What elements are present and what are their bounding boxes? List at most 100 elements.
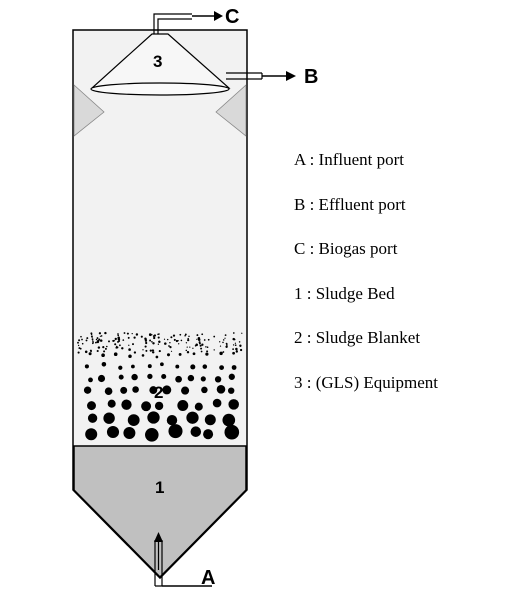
fine-particle — [152, 342, 155, 345]
fine-particle — [92, 339, 94, 341]
sludge-particle — [200, 376, 206, 382]
fine-particle — [196, 338, 198, 341]
fine-particle — [170, 350, 173, 352]
fine-particle — [80, 335, 82, 338]
fine-particle — [123, 332, 126, 334]
fine-particle — [166, 338, 169, 341]
fine-particle — [219, 345, 222, 347]
fine-particle — [192, 347, 194, 349]
fine-particle — [77, 344, 80, 347]
fine-particle — [241, 332, 243, 334]
right-baffle — [215, 84, 247, 137]
sludge-particle — [101, 362, 107, 367]
fine-particle — [195, 343, 198, 347]
sludge-particle — [121, 399, 132, 410]
gls-separator-rim — [90, 82, 230, 96]
fine-particle — [224, 334, 227, 336]
fine-particle — [81, 342, 84, 345]
sludge-particle — [101, 353, 105, 358]
fine-particle — [157, 343, 160, 345]
fine-particle — [133, 351, 137, 354]
fine-particle — [81, 338, 83, 341]
sludge-particle — [118, 374, 124, 380]
sludge-particle — [88, 352, 92, 356]
fine-particle — [132, 343, 134, 346]
sludge-particle — [205, 352, 209, 356]
fine-particle — [157, 336, 160, 339]
fine-particle — [173, 338, 176, 341]
influent-port-label: A — [201, 567, 215, 589]
sludge-particle — [147, 373, 153, 380]
fine-particle — [207, 338, 210, 341]
fine-particle — [91, 336, 93, 338]
sludge-particle — [154, 401, 164, 411]
fine-particle — [108, 340, 110, 343]
fine-particle — [169, 346, 172, 349]
sludge-particle — [186, 411, 199, 424]
sludge-particle — [190, 364, 196, 370]
sludge-particle — [83, 386, 92, 394]
sludge-particle — [161, 373, 167, 380]
fine-particle — [151, 341, 153, 343]
sludge-particle — [132, 386, 139, 393]
sludge-particle — [120, 386, 128, 394]
biogas-arrow-head — [214, 11, 223, 21]
sludge-particle — [87, 413, 98, 423]
influent-arrow-head — [154, 532, 163, 542]
fine-particle — [206, 350, 209, 353]
sludge-bed-zone — [73, 445, 247, 579]
fine-particle — [163, 338, 166, 340]
fine-particle — [179, 333, 182, 336]
fine-particle — [234, 342, 237, 344]
fine-particle — [118, 340, 121, 342]
fine-particle — [86, 337, 89, 340]
fine-particle — [121, 347, 124, 350]
fine-particle — [149, 349, 152, 352]
fine-particle — [213, 335, 216, 338]
fine-particle — [169, 341, 171, 344]
sludge-particle — [175, 375, 182, 383]
fine-particle — [85, 339, 88, 342]
effluent-arrow-head — [286, 71, 296, 81]
sludge-particle — [178, 352, 182, 356]
sludge-particle — [141, 401, 152, 412]
fine-particle — [116, 346, 119, 349]
fine-particle — [122, 339, 125, 341]
sludge-particle — [128, 354, 132, 359]
biogas-pipe — [153, 13, 192, 34]
fine-particle — [219, 341, 221, 343]
sludge-particle — [87, 401, 96, 411]
legend: A : Influent port B : Effluent port C : … — [294, 148, 438, 415]
fine-particle — [117, 333, 119, 335]
sludge-particle — [231, 365, 237, 370]
sludge-particle — [222, 413, 236, 427]
fine-particle — [206, 346, 209, 348]
sludge-particle — [224, 424, 240, 440]
sludge-particle — [204, 414, 216, 426]
fine-particle — [104, 347, 107, 350]
fine-particle — [158, 350, 161, 353]
fine-particle — [224, 337, 226, 339]
fine-particle — [96, 337, 99, 340]
sludge-particle — [232, 351, 235, 355]
gls-zone-number: 3 — [153, 52, 162, 71]
legend-item-sludge-bed: 1 : Sludge Bed — [294, 283, 395, 303]
sludge-particle — [147, 364, 152, 369]
fine-particle — [205, 346, 207, 348]
fine-particle — [158, 340, 161, 343]
sludge-particle — [194, 402, 203, 411]
fine-particle — [103, 350, 106, 353]
fine-particle — [114, 338, 117, 340]
gls-separator-hood — [90, 33, 231, 89]
fine-particle — [222, 341, 224, 344]
fine-particle — [177, 340, 179, 342]
sludge-particle — [97, 374, 106, 383]
sludge-particle — [123, 427, 136, 439]
fine-particle — [172, 334, 176, 337]
fine-particle — [152, 349, 155, 351]
fine-particle — [238, 341, 241, 343]
sludge-particle — [219, 365, 224, 370]
fine-particle — [119, 344, 121, 347]
fine-particle — [225, 342, 228, 345]
fine-particle — [114, 343, 117, 346]
